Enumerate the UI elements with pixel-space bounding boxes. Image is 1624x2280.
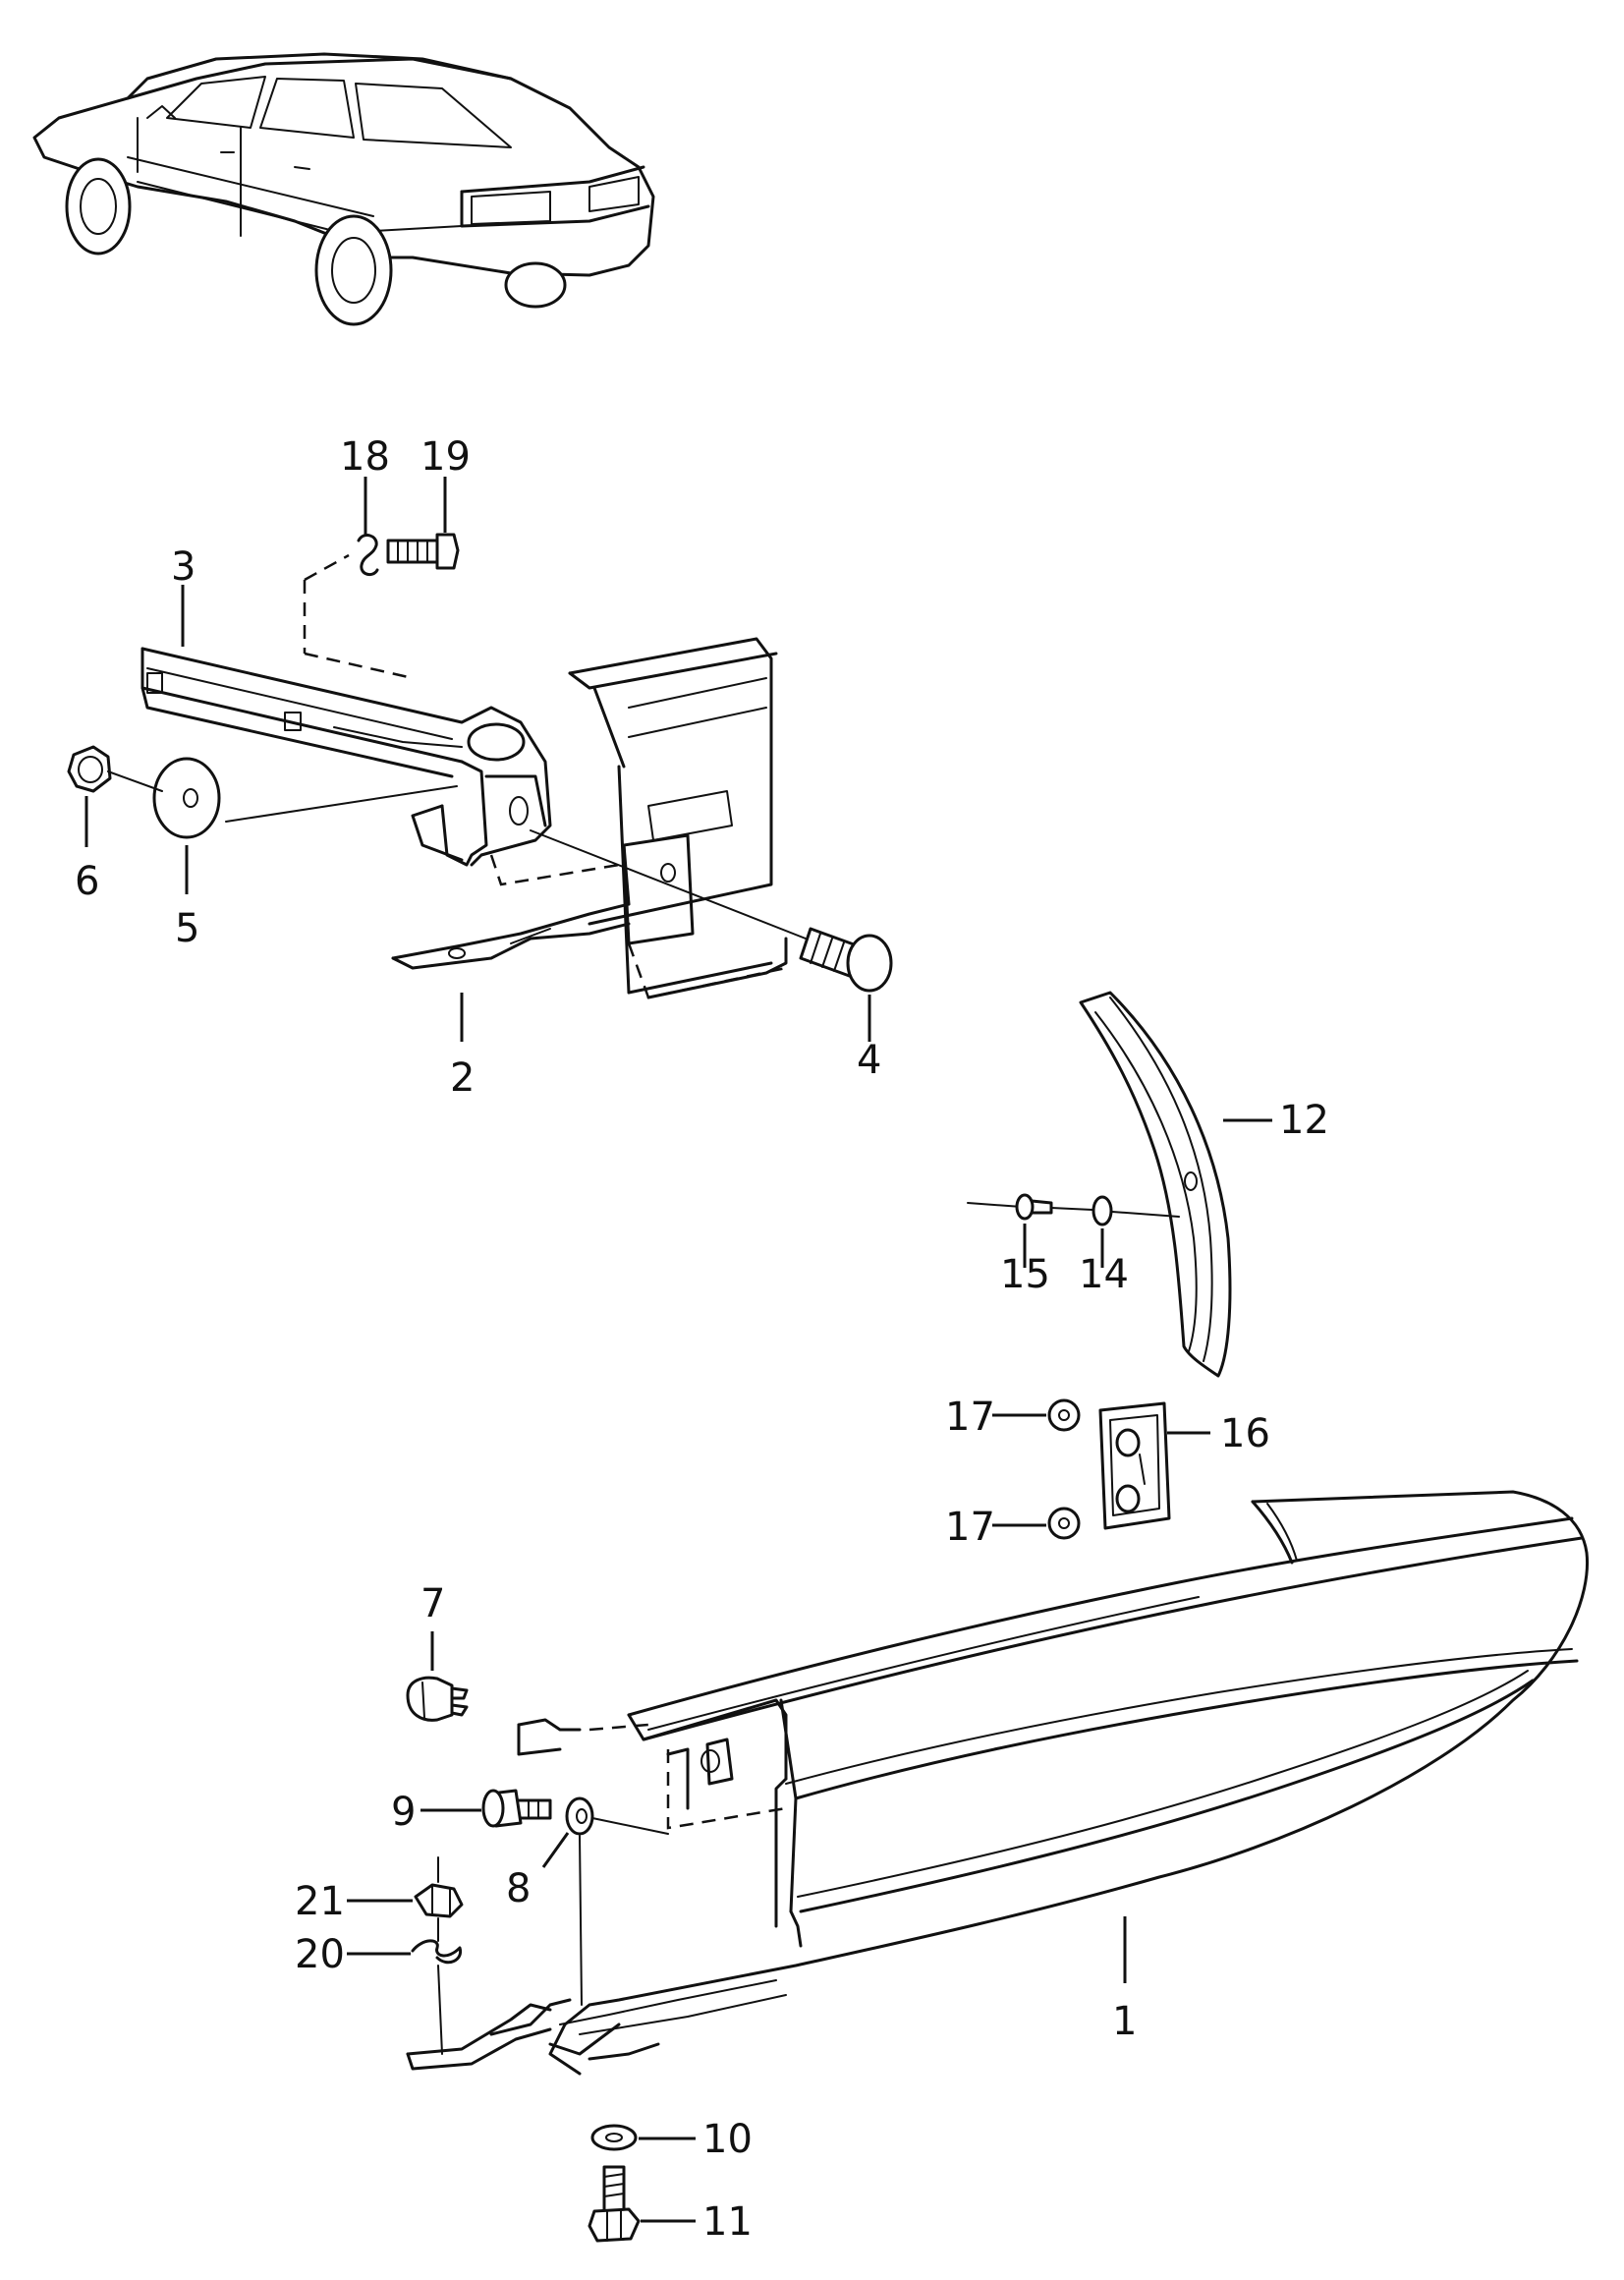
washer-5 (152, 757, 221, 839)
guide-bracket-16 (1098, 1401, 1171, 1530)
callout-11: 11 (702, 2199, 753, 2245)
callout-17-upper: 17 (945, 1395, 995, 1440)
callout-16: 16 (1220, 1411, 1270, 1456)
callout-4: 4 (857, 1038, 881, 1083)
rivet-15 (967, 1193, 1053, 1221)
callout-6: 6 (75, 859, 99, 904)
callout-7: 7 (420, 1581, 445, 1626)
callout-2: 2 (450, 1055, 475, 1101)
nut-6 (67, 745, 112, 793)
washer-10 (590, 2124, 638, 2151)
callout-10: 10 (702, 2117, 753, 2162)
callout-19: 19 (420, 434, 471, 480)
nut-21 (414, 1883, 464, 1918)
callout-5: 5 (175, 906, 199, 951)
nut-17-lower (1047, 1507, 1081, 1540)
callout-labels: 1 2 3 4 5 6 7 8 9 10 11 12 14 15 16 17 1… (75, 434, 1329, 2245)
clip-7 (406, 1676, 469, 1722)
callout-9: 9 (391, 1790, 416, 1835)
carrier-bracket-assembly (140, 553, 788, 999)
callout-8: 8 (506, 1866, 531, 1911)
screw-9 (481, 1789, 552, 1828)
bolt-11 (588, 2165, 641, 2243)
bumper-cover-1 (406, 1490, 1590, 2076)
callout-3: 3 (171, 544, 196, 590)
washer-8 (565, 1796, 594, 1836)
callout-20: 20 (295, 1932, 345, 1977)
clip-20 (411, 1939, 463, 1965)
car-overview-illustration (32, 52, 655, 326)
bolt-4 (530, 829, 893, 993)
washer-14 (1050, 1195, 1180, 1226)
callout-17-lower: 17 (945, 1505, 995, 1550)
callout-12: 12 (1279, 1098, 1329, 1143)
nut-17-upper (1047, 1398, 1081, 1432)
callout-15: 15 (1000, 1252, 1050, 1297)
callout-leaders (84, 477, 1272, 2223)
callout-18: 18 (340, 434, 390, 480)
bolt-19-and-washer-18 (357, 533, 460, 577)
callout-14: 14 (1079, 1252, 1129, 1297)
callout-21: 21 (295, 1879, 345, 1924)
callout-1: 1 (1112, 1999, 1137, 2044)
wheel-arch-trim-12 (1079, 991, 1232, 1378)
